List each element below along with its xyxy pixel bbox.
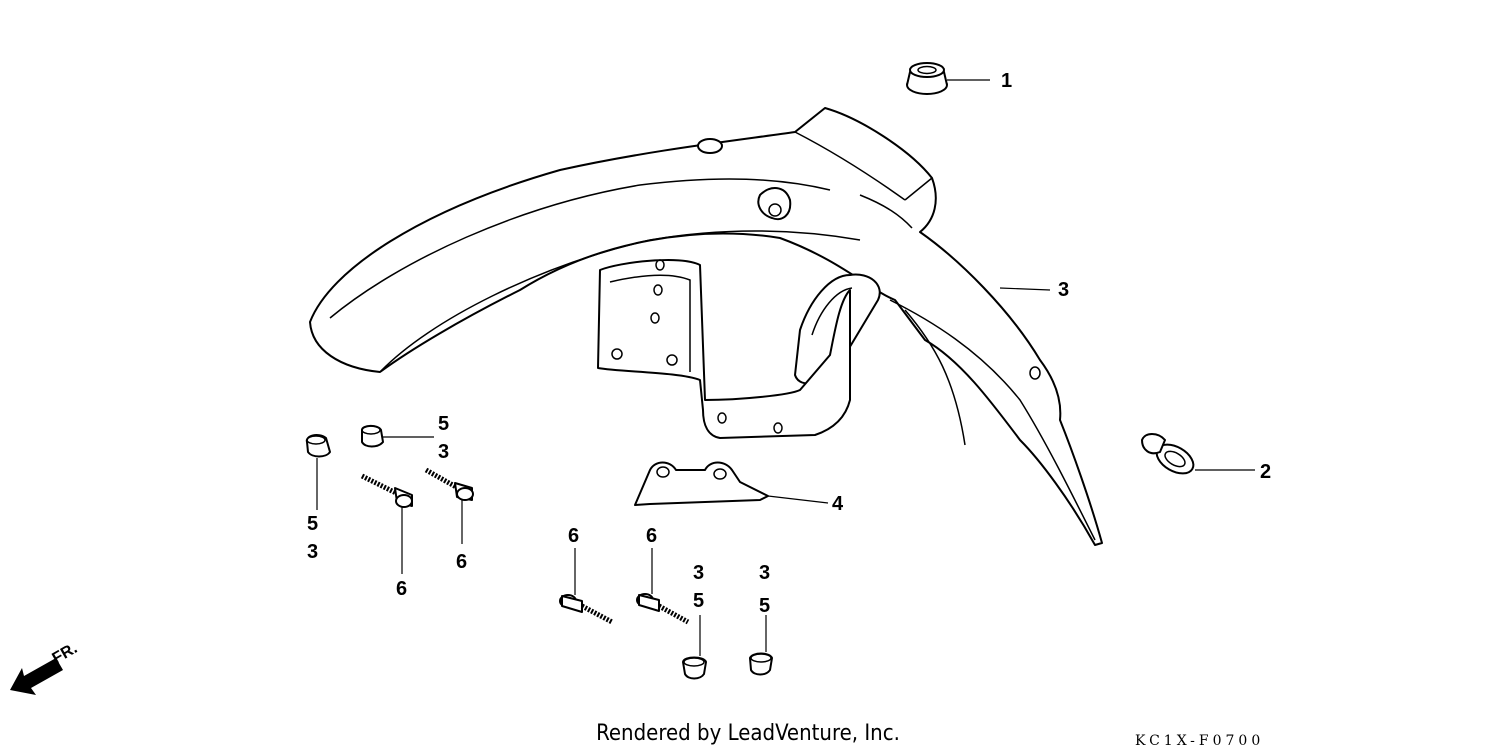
callout-6-c: 6 bbox=[568, 525, 579, 547]
front-fender[interactable] bbox=[309, 107, 1103, 546]
callout-6-b: 6 bbox=[456, 551, 467, 573]
callout-5-lower-left: 5 bbox=[693, 590, 704, 612]
callout-3-fender: 3 bbox=[1058, 279, 1069, 301]
callout-2: 2 bbox=[1260, 461, 1271, 483]
callout-1: 1 bbox=[1001, 70, 1012, 92]
callout-3-upper: 3 bbox=[438, 441, 449, 463]
bolt-a[interactable] bbox=[360, 473, 413, 574]
bracket-part-4[interactable] bbox=[634, 461, 829, 506]
collar-lower-right[interactable] bbox=[749, 615, 773, 676]
collar-left[interactable] bbox=[305, 434, 331, 510]
callout-3-lower-left: 3 bbox=[693, 562, 704, 584]
callout-4: 4 bbox=[832, 493, 844, 515]
callout-5-left: 5 bbox=[307, 513, 318, 535]
bolt-b[interactable] bbox=[424, 467, 474, 544]
front-direction-arrow-icon bbox=[10, 658, 63, 695]
callout-6-a: 6 bbox=[396, 578, 407, 600]
collar-upper[interactable] bbox=[361, 424, 434, 448]
callout-3-lower-right: 3 bbox=[759, 562, 770, 584]
collar-lower-left[interactable] bbox=[682, 615, 707, 680]
callout-3-left: 3 bbox=[307, 541, 318, 563]
bolt-c[interactable] bbox=[559, 548, 614, 625]
footer-credit: Rendered by LeadVenture, Inc. bbox=[596, 721, 900, 746]
grommet-part-1[interactable] bbox=[906, 62, 990, 95]
callout-6-d: 6 bbox=[646, 525, 657, 547]
bolt-d[interactable] bbox=[636, 548, 690, 625]
diagram-code: KC1X-F0700 bbox=[1135, 733, 1264, 749]
callout-5-upper: 5 bbox=[438, 413, 449, 435]
callout-5-lower-right: 5 bbox=[759, 595, 770, 617]
collar-part-2[interactable] bbox=[1141, 433, 1255, 479]
fender-stay[interactable] bbox=[597, 259, 851, 439]
